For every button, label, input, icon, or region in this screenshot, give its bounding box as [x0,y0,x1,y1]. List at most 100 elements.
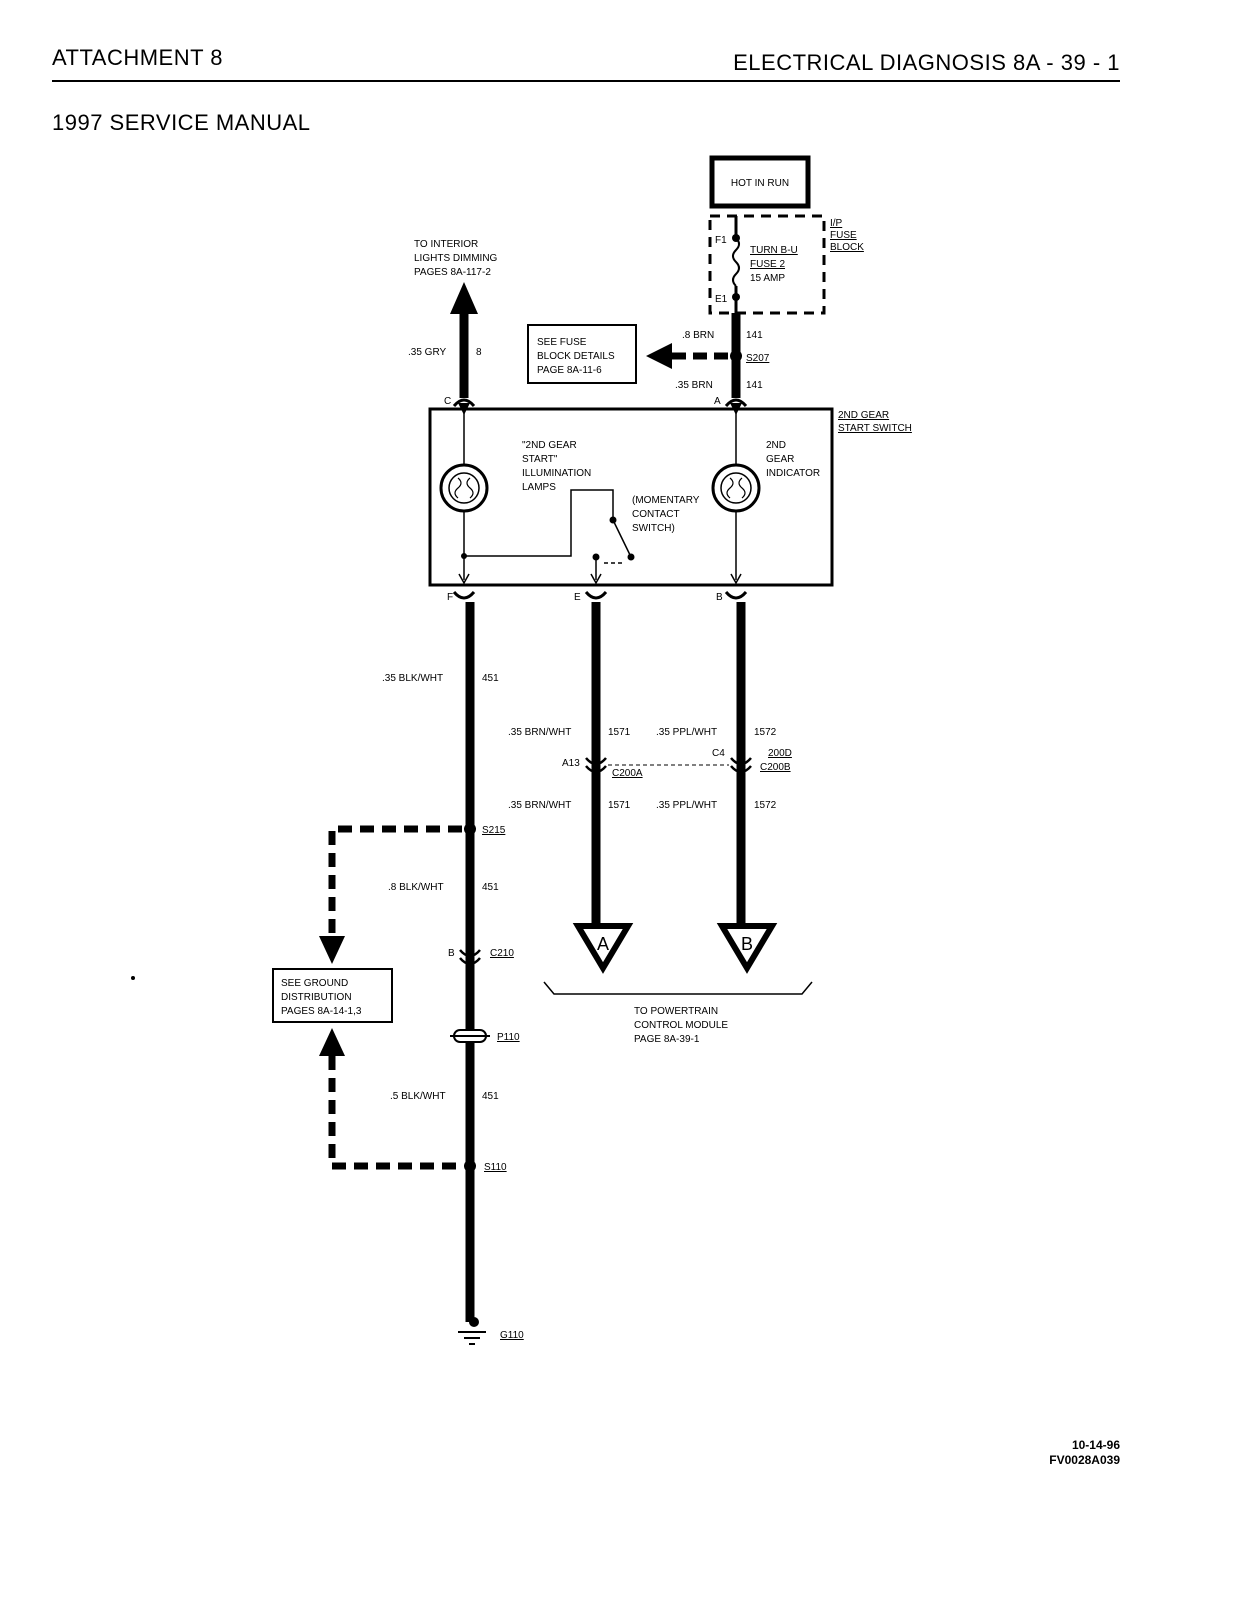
fuse-desc-line1: TURN B-U [750,245,798,256]
pin-b-c210: B [448,948,455,959]
splice-s207-dot [730,350,742,362]
powertrain-line2: CONTROL MODULE [634,1020,728,1031]
momentary-label-2: CONTACT [632,509,680,520]
connector-c210-icon [459,949,481,966]
wire-1571-upper-circuit: 1571 [608,727,631,738]
second-gear-start-switch: 2ND GEAR START SWITCH "2ND GEAR START" I… [428,403,912,587]
connector-b-icon [724,590,748,600]
wire-1572-lower-gauge: .35 PPL/WHT [656,800,717,811]
wire-1571-lower-circuit: 1571 [608,800,631,811]
offpage-connector-b: B [716,923,778,974]
powertrain-line3: PAGE 8A-39-1 [634,1034,700,1045]
pin-a13: A13 [562,758,580,769]
splice-s110-label: S110 [484,1162,507,1173]
wire-1572-upper-gauge: .35 PPL/WHT [656,727,717,738]
ground-distribution-box: SEE GROUND DISTRIBUTION PAGES 8A-14-1,3 [272,968,393,1023]
wire-141-lower-gauge: .35 BRN [675,380,713,391]
fuse-block-label-2: FUSE [830,230,857,241]
indicator-label-1: 2ND [766,440,786,451]
ground-down-arrow-icon [319,936,345,964]
ground-dist-line2: DISTRIBUTION [281,992,352,1003]
pass-through-p110-icon [450,1029,490,1043]
fuse-detail-arrow-icon [646,343,672,369]
ground-icon [458,1317,486,1345]
footer-date: 10-14-96 [1071,1438,1120,1452]
switch-name-2: START SWITCH [838,423,912,434]
fuse-block-label-3: BLOCK [830,242,864,253]
momentary-switch-icon [612,519,632,558]
fuse-details-line1: SEE FUSE [537,337,587,348]
wire-1571-upper-gauge: .35 BRN/WHT [508,727,571,738]
illum-label-4: LAMPS [522,482,556,493]
interior-lights-line3: PAGES 8A-117-2 [414,267,491,278]
illum-label-2: START" [522,454,558,465]
wire-1572-lower-circuit: 1572 [754,800,777,811]
wire-451-b-circuit: 451 [482,882,499,893]
wire-451-a-gauge: .35 BLK/WHT [382,673,443,684]
pin-c: C [444,396,451,407]
connector-c-icon [452,398,476,408]
fuse-details-line2: BLOCK DETAILS [537,351,615,362]
wire-141-upper-gauge: .8 BRN [682,330,714,341]
connector-c200a-label: C200A [612,768,643,779]
momentary-label-1: (MOMENTARY [632,495,700,506]
wire-8-circuit: 8 [476,347,482,358]
header-rule [52,80,1120,82]
ground-dist-line3: PAGES 8A-14-1,3 [281,1006,362,1017]
connector-200d-label: 200D [768,748,792,759]
fuse-details-line3: PAGE 8A-11-6 [537,365,602,376]
ground-up-arrow-icon [319,1028,345,1056]
connector-a-icon [724,398,748,408]
splice-s215-dot [464,823,476,835]
s215-dashed-line [328,825,462,935]
fuse-pin-f1: F1 [715,235,727,246]
wire-1571-lower-gauge: .35 BRN/WHT [508,800,571,811]
wire-141-upper-circuit: 141 [746,330,763,341]
offpage-b-label: B [741,934,753,954]
wire-451-b-gauge: .8 BLK/WHT [388,882,444,893]
connector-e-icon [584,590,608,600]
switch-name-1: 2ND GEAR [838,410,889,421]
pin-a: A [714,396,721,407]
hot-in-run-box: HOT IN RUN [709,155,811,209]
powertrain-bracket [543,981,813,995]
connector-c200b-label: C200B [760,762,791,773]
pin-f: F [447,592,453,603]
indicator-label-2: GEAR [766,454,794,465]
pin-c4: C4 [712,748,725,759]
page-header-right: ELECTRICAL DIAGNOSIS 8A - 39 - 1 [733,50,1120,75]
illum-label-1: "2ND GEAR [522,440,577,451]
footer-block: 10-14-96 FV0028A039 [1049,1438,1120,1468]
wire-1572-upper-circuit: 1572 [754,727,777,738]
fuse-desc-line2: FUSE 2 [750,259,785,270]
interior-lights-line2: LIGHTS DIMMING [414,253,498,264]
fuse-pin-e1: E1 [715,294,728,305]
illumination-lamp-icon [439,463,489,513]
splice-s110-dot [464,1160,476,1172]
gear-indicator-lamp-icon [711,463,761,513]
powertrain-line1: TO POWERTRAIN [634,1006,718,1017]
fuse-block-label-1: I/P [830,218,843,229]
interior-lights-line1: TO INTERIOR [414,239,478,250]
fuse-block-details-box: SEE FUSE BLOCK DETAILS PAGE 8A-11-6 [527,324,637,384]
connector-f-icon [452,590,476,600]
splice-s215-label: S215 [482,825,506,836]
pin-e: E [574,592,581,603]
indicator-label-3: INDICATOR [766,468,820,479]
wire-451-c-circuit: 451 [482,1091,499,1102]
connector-c200a-icon [585,757,607,774]
pin-b-top: B [716,592,723,603]
interior-lights-arrow-icon [450,282,478,314]
fuse-desc-line3: 15 AMP [750,273,785,284]
page-header-left: ATTACHMENT 8 [52,45,224,70]
splice-s207-label: S207 [746,353,770,364]
connector-c200b-icon [730,757,752,774]
wire-8-gauge: .35 GRY [408,347,446,358]
offpage-connector-a: A [572,923,634,974]
pass-through-p110-label: P110 [497,1032,520,1043]
hot-in-run-label: HOT IN RUN [731,178,789,189]
footer-code: FV0028A039 [1049,1453,1120,1467]
illum-label-3: ILLUMINATION [522,468,591,479]
s110-dashed-line [328,1056,462,1170]
